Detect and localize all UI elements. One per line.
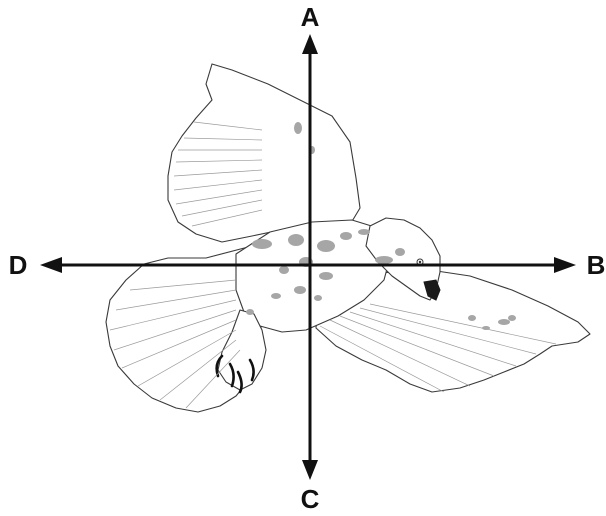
right-wing-feathers (319, 303, 557, 393)
label-right: B (587, 250, 606, 280)
arrow-down-icon (302, 460, 318, 480)
lower-wing-feathers (109, 279, 241, 409)
upper-wing-feathers (173, 121, 263, 227)
arrow-up-icon (302, 34, 318, 54)
arrow-left-icon (40, 257, 62, 273)
axes (40, 34, 576, 480)
hawk-beak (423, 279, 441, 301)
label-left: D (9, 250, 28, 280)
hawk-illustration (105, 63, 591, 413)
upper-wing (167, 63, 361, 243)
hawk-talons (215, 354, 255, 394)
hawk-pupil (418, 260, 422, 264)
label-top: A (301, 2, 320, 32)
label-bottom: C (301, 484, 320, 514)
arrow-right-icon (554, 257, 576, 273)
